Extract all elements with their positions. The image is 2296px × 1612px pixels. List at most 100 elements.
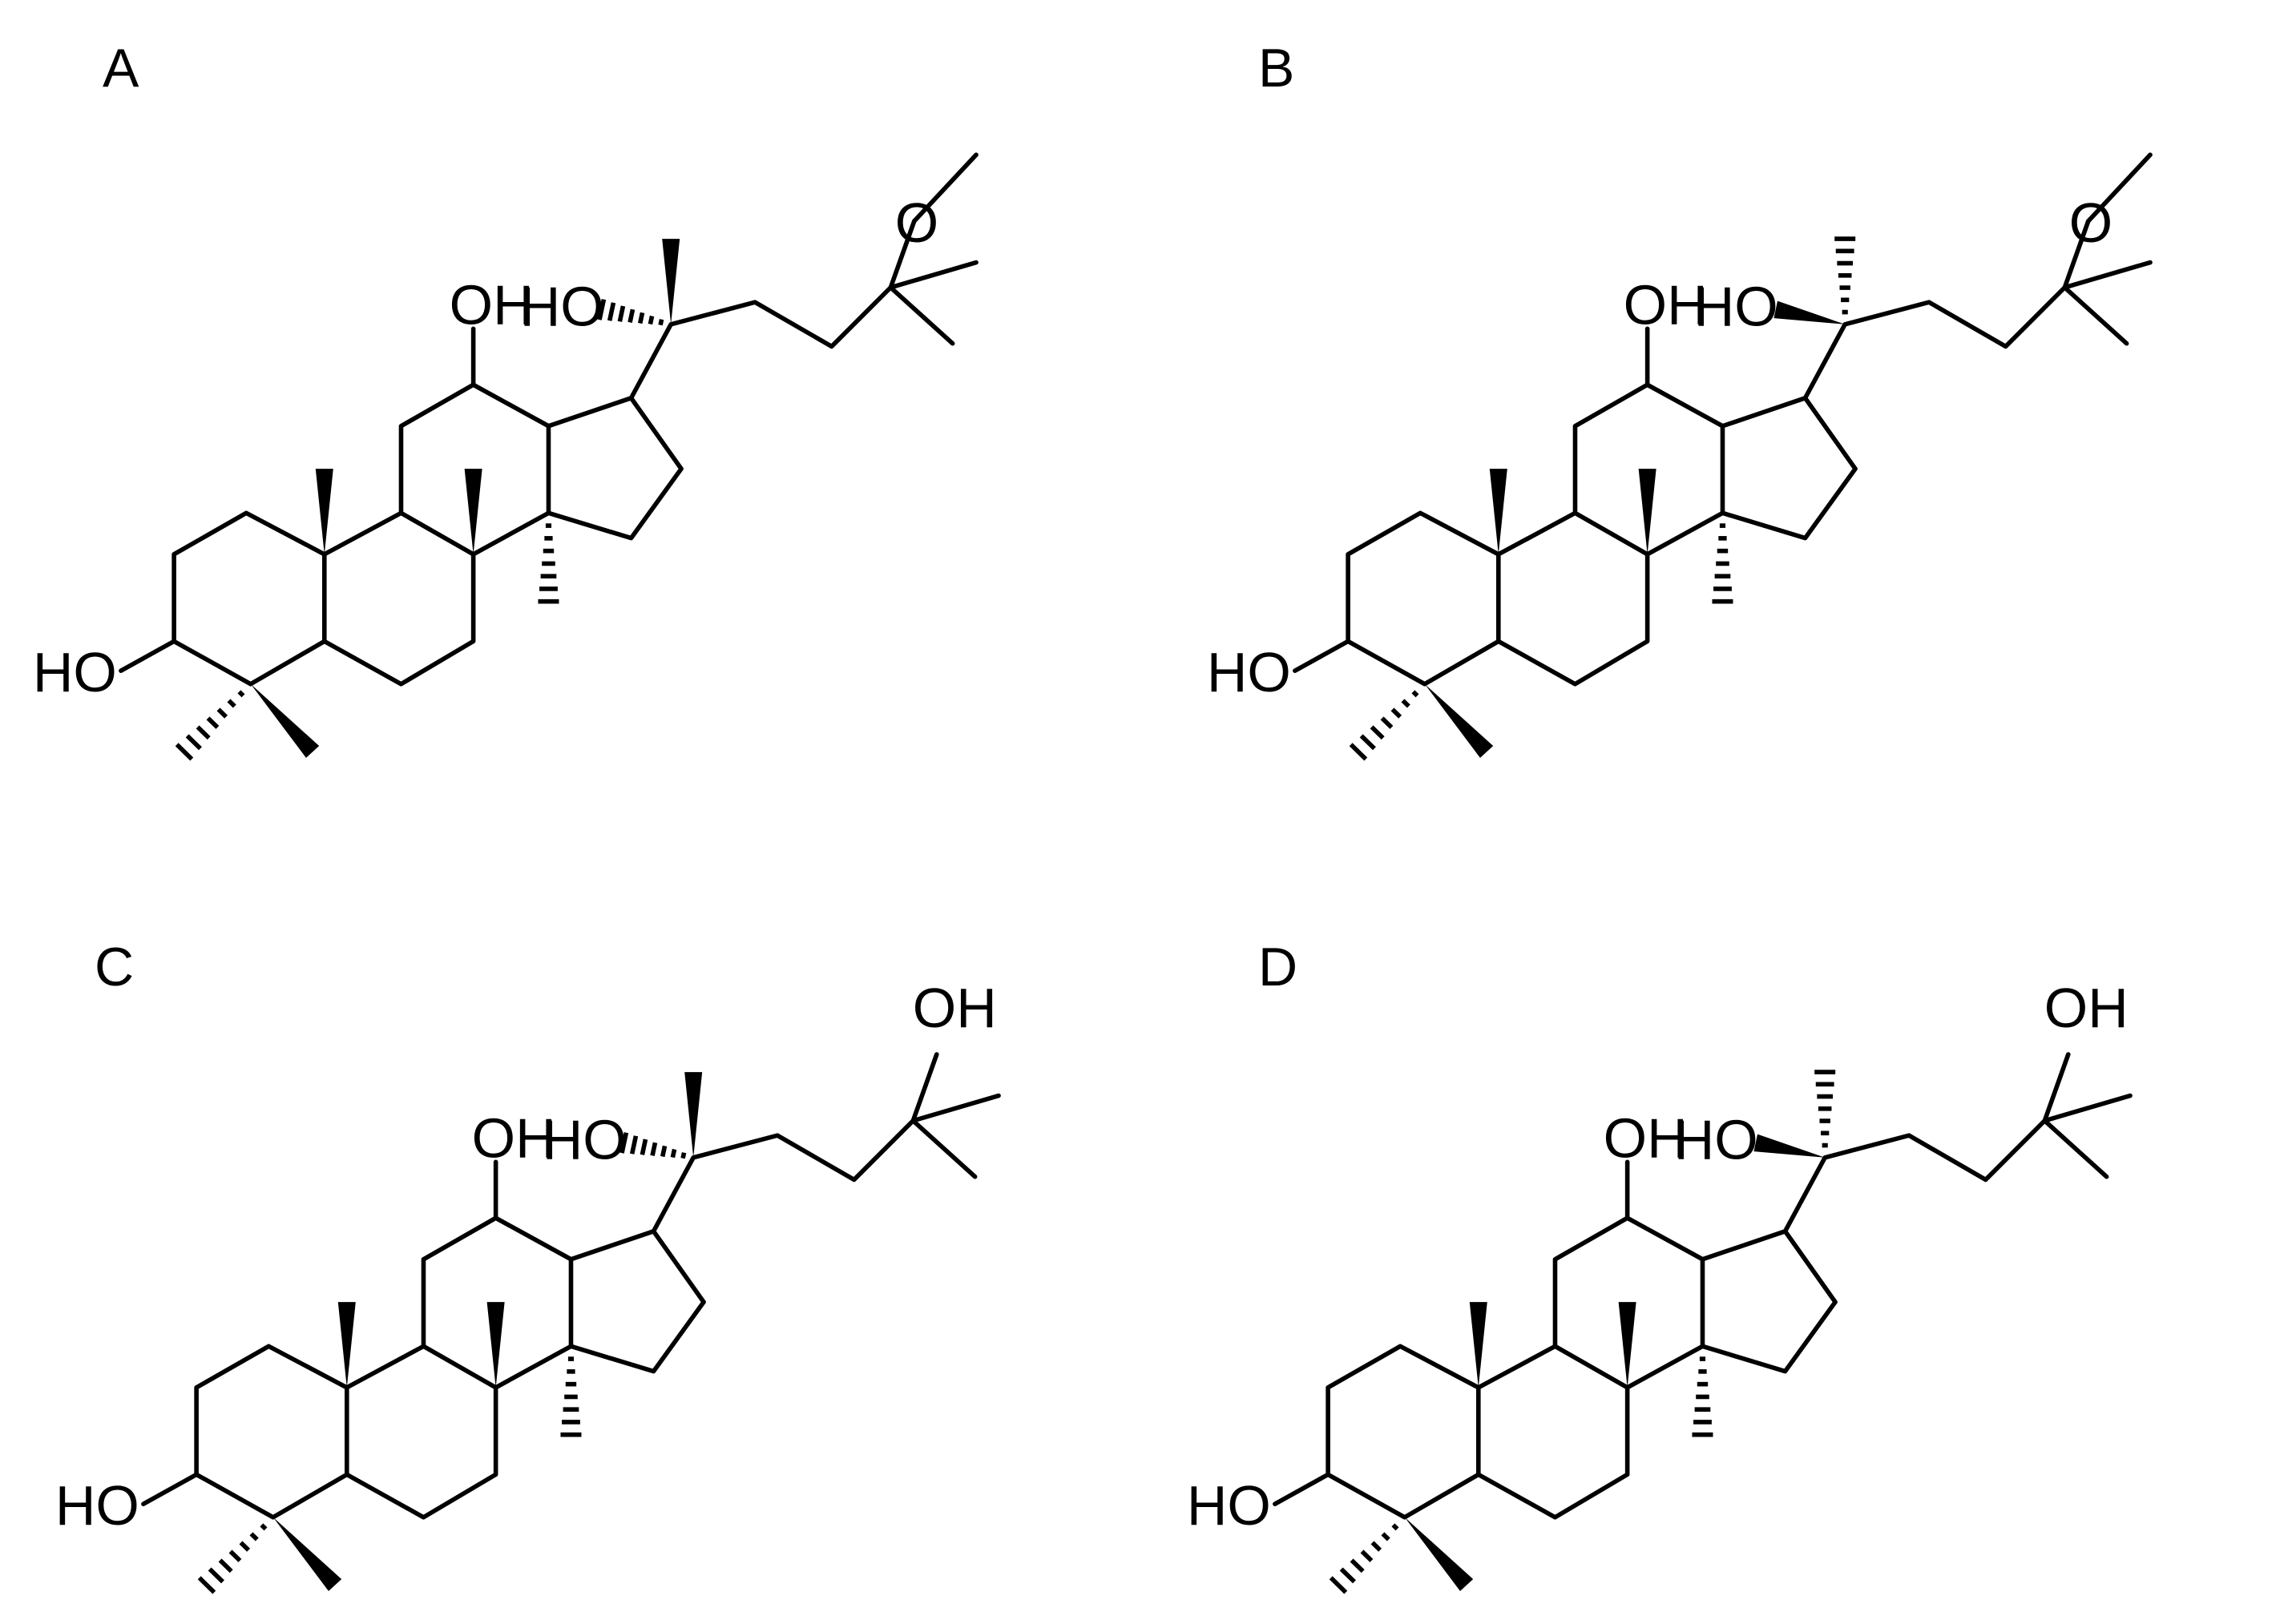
c28-methyl-hash-stroke: [227, 699, 236, 708]
c27-methyl-bond: [2062, 260, 2153, 290]
c28-methyl-hash-stroke: [1381, 1532, 1390, 1541]
c3-oxygen-bond: [1273, 1472, 1330, 1507]
c27-methyl-bond: [2042, 1093, 2133, 1123]
c28-methyl-hash-stroke: [1411, 690, 1419, 698]
c28-methyl-hash-stroke: [175, 743, 194, 761]
c20-hydroxyl-label: HO: [1674, 1108, 1758, 1171]
c3-oxygen-bond: [119, 639, 176, 674]
terminal-hydroxyl-label: OH: [2044, 977, 2129, 1039]
molecule-skeleton: [119, 152, 979, 761]
c21-methyl-hash: [1834, 236, 1856, 315]
c29-methyl-wedge: [1424, 683, 1494, 758]
c28-methyl-hash: [1329, 1523, 1399, 1594]
c19-methyl-wedge: [1469, 1302, 1487, 1388]
molecule-skeleton: [141, 1052, 1001, 1594]
panel-label: C: [95, 937, 134, 997]
c28-methyl-hash-stroke: [1391, 1523, 1399, 1531]
c21-methyl-hash: [1814, 1070, 1836, 1148]
c28-methyl-hash: [1349, 690, 1419, 761]
c26-methyl-bond: [888, 284, 955, 346]
ring-c-bonds: [1552, 1215, 1705, 1390]
c20-hydroxyl-hash-stroke: [648, 315, 655, 325]
c20-hydroxyl-hash-stroke: [660, 1145, 668, 1158]
c28-methyl-hash-stroke: [228, 1550, 242, 1562]
c21-methyl-wedge: [662, 239, 680, 324]
c3-oxygen-bond: [141, 1472, 199, 1507]
structure-panel-d: D HO OH HO OH: [1187, 937, 2133, 1594]
c25-oxygen-bond: [910, 1052, 939, 1123]
c28-methyl-hash-stroke: [208, 1567, 224, 1584]
c28-methyl-hash: [175, 690, 245, 761]
c3-hydroxyl-label: HO: [55, 1474, 139, 1537]
ring-c-bonds: [1572, 382, 1725, 557]
c28-methyl-hash-stroke: [1380, 716, 1394, 729]
c28-methyl-hash-stroke: [1360, 1550, 1374, 1562]
c30-methyl-hash: [538, 523, 559, 604]
c18-methyl-wedge: [1638, 469, 1656, 554]
c18-methyl-wedge: [1618, 1302, 1636, 1388]
side-chain-bonds: [628, 284, 894, 401]
c3-oxygen-bond: [1293, 639, 1350, 674]
ring-a-bonds: [1326, 1344, 1481, 1520]
structure-panel-c: C HO OH HO OH: [55, 937, 1001, 1594]
c25-oxygen-bond: [888, 219, 917, 290]
c3-hydroxyl-label: HO: [33, 641, 117, 703]
terminal-hydroxyl-label: OH: [913, 977, 997, 1039]
c28-methyl-hash-stroke: [1329, 1576, 1348, 1594]
c12-hydroxyl-label: OH: [472, 1106, 556, 1169]
c20-hydroxyl-hash-stroke: [619, 1132, 629, 1154]
c27-methyl-bond: [910, 1093, 1001, 1123]
ring-c-bonds: [421, 1215, 574, 1390]
ring-b-bonds: [1475, 1344, 1630, 1520]
side-chain-bonds: [1802, 284, 2068, 401]
c28-methyl-hash-stroke: [260, 1523, 268, 1531]
c18-methyl-wedge: [486, 1302, 505, 1388]
c26-methyl-bond: [910, 1118, 978, 1179]
c29-methyl-wedge: [1404, 1517, 1474, 1591]
terminal-oxygen-label: O: [895, 191, 938, 254]
c28-methyl-hash-stroke: [1401, 699, 1410, 708]
c28-methyl-hash-stroke: [197, 1576, 216, 1594]
c30-methyl-hash: [560, 1356, 582, 1437]
c30-methyl-hash: [1692, 1356, 1713, 1437]
c28-methyl-hash-stroke: [237, 690, 245, 698]
c20-hydroxyl-hash: [619, 1132, 687, 1159]
c20-hydroxyl-label: HO: [543, 1108, 627, 1171]
c28-methyl-hash-stroke: [1370, 1541, 1382, 1552]
c12-hydroxyl-label: OH: [1624, 273, 1708, 336]
c19-methyl-wedge: [1489, 469, 1507, 554]
c28-methyl-hash-stroke: [206, 716, 220, 729]
ring-b-bonds: [1495, 510, 1650, 687]
methoxy-bond: [912, 152, 979, 224]
c20-hydroxyl-label: HO: [1694, 275, 1778, 337]
c28-methyl-hash-stroke: [1359, 734, 1376, 751]
c20-hydroxyl-wedge: [1753, 1134, 1826, 1158]
c28-methyl-hash-stroke: [239, 1541, 251, 1552]
c29-methyl-wedge: [272, 1517, 342, 1591]
ring-a-bonds: [171, 510, 327, 687]
c26-methyl-bond: [2042, 1118, 2109, 1179]
c28-methyl-hash-stroke: [216, 707, 228, 719]
c20-hydroxyl-hash-stroke: [607, 302, 616, 321]
c28-methyl-hash-stroke: [1370, 725, 1385, 740]
ring-d-bonds: [546, 395, 684, 541]
c28-methyl-hash-stroke: [196, 725, 211, 740]
panel-label: B: [1258, 38, 1294, 99]
c20-hydroxyl-wedge: [1773, 300, 1846, 324]
c20-hydroxyl-hash-stroke: [680, 1152, 687, 1159]
methoxy-bond: [2086, 152, 2153, 224]
c28-methyl-hash: [197, 1523, 268, 1594]
ring-a-bonds: [194, 1344, 349, 1520]
ring-a-bonds: [1346, 510, 1501, 687]
c3-hydroxyl-label: HO: [1187, 1474, 1271, 1537]
c20-hydroxyl-hash-stroke: [640, 1138, 648, 1155]
ring-b-bonds: [344, 1344, 498, 1520]
c28-methyl-hash-stroke: [1349, 743, 1368, 761]
c28-methyl-hash-stroke: [218, 1558, 233, 1574]
c18-methyl-wedge: [464, 469, 482, 554]
c20-hydroxyl-hash-stroke: [627, 308, 636, 323]
c20-hydroxyl-hash-stroke: [650, 1142, 658, 1156]
side-chain-bonds: [1782, 1118, 2048, 1234]
c20-hydroxyl-hash-stroke: [670, 1148, 677, 1159]
c30-methyl-hash: [1712, 523, 1733, 604]
